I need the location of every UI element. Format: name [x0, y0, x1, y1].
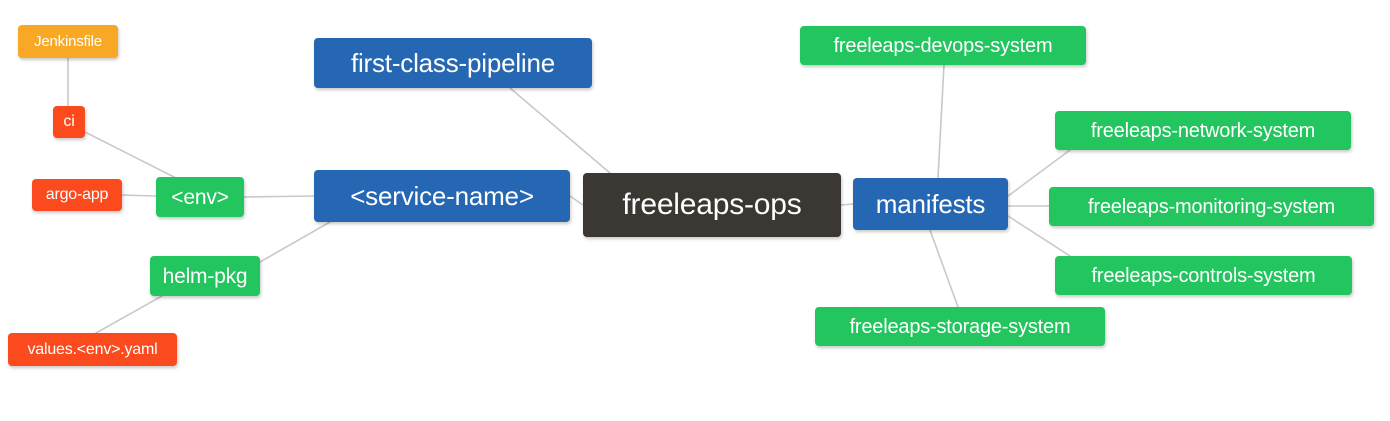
- node-service-name[interactable]: <service-name>: [314, 170, 570, 222]
- node-label-freeleaps-monitoring-system: freeleaps-monitoring-system: [1088, 195, 1335, 218]
- node-label-manifests: manifests: [875, 189, 986, 219]
- node-manifests[interactable]: manifests: [853, 178, 1008, 230]
- node-argo-app[interactable]: argo-app: [32, 179, 122, 211]
- node-helm-pkg[interactable]: helm-pkg: [150, 256, 260, 296]
- node-values-yaml[interactable]: values.<env>.yaml: [8, 333, 177, 366]
- edge-freeleaps-ops-to-manifests: [840, 203, 854, 206]
- node-label-freeleaps-storage-system: freeleaps-storage-system: [849, 315, 1071, 338]
- node-freeleaps-storage-system[interactable]: freeleaps-storage-system: [815, 307, 1105, 346]
- node-label-first-class-pipeline: first-class-pipeline: [350, 48, 556, 78]
- node-freeleaps-devops-system[interactable]: freeleaps-devops-system: [800, 26, 1086, 65]
- node-ci[interactable]: ci: [53, 106, 85, 138]
- node-jenkinsfile[interactable]: Jenkinsfile: [18, 25, 118, 58]
- node-freeleaps-controls-system[interactable]: freeleaps-controls-system: [1055, 256, 1352, 295]
- node-label-jenkinsfile: Jenkinsfile: [34, 33, 102, 50]
- node-freeleaps-network-system[interactable]: freeleaps-network-system: [1055, 111, 1351, 150]
- edge-manifests-to-freeleaps-storage-system: [929, 229, 959, 308]
- edge-manifests-to-freeleaps-devops-system: [937, 64, 945, 179]
- node-env[interactable]: <env>: [156, 177, 244, 217]
- node-first-class-pipeline[interactable]: first-class-pipeline: [314, 38, 592, 88]
- edge-freeleaps-ops-to-first-class-pipeline: [509, 87, 611, 174]
- edge-env-to-ci: [84, 131, 181, 181]
- node-label-freeleaps-controls-system: freeleaps-controls-system: [1091, 264, 1316, 287]
- node-freeleaps-monitoring-system[interactable]: freeleaps-monitoring-system: [1049, 187, 1374, 226]
- node-label-helm-pkg: helm-pkg: [162, 264, 248, 288]
- edge-service-name-to-helm-pkg: [259, 221, 331, 263]
- node-label-ci: ci: [63, 113, 75, 130]
- node-freeleaps-ops[interactable]: freeleaps-ops: [583, 173, 841, 237]
- edge-freeleaps-ops-to-service-name: [569, 195, 584, 206]
- node-label-argo-app: argo-app: [45, 186, 109, 203]
- edge-env-to-argo-app: [121, 194, 157, 197]
- node-label-values-yaml: values.<env>.yaml: [27, 340, 158, 358]
- edge-helm-pkg-to-values-yaml: [95, 295, 163, 334]
- node-label-env: <env>: [171, 185, 229, 209]
- node-label-freeleaps-devops-system: freeleaps-devops-system: [833, 34, 1053, 57]
- node-label-service-name: <service-name>: [350, 181, 534, 211]
- node-label-freeleaps-ops: freeleaps-ops: [622, 188, 802, 221]
- edge-service-name-to-env: [243, 195, 315, 198]
- node-label-freeleaps-network-system: freeleaps-network-system: [1090, 119, 1316, 142]
